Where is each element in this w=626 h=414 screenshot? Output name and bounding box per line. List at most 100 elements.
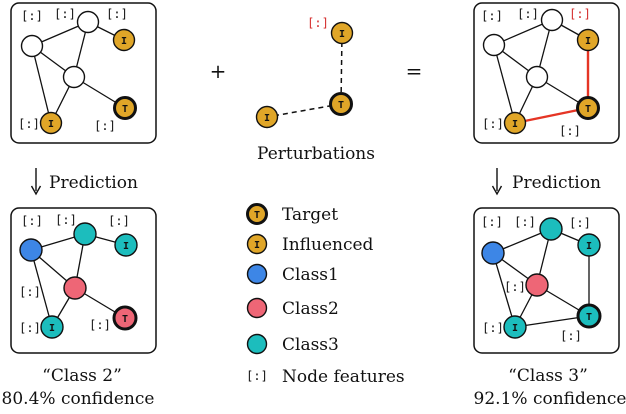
- node-circle: [40, 315, 64, 339]
- target-glyph: T: [585, 104, 591, 115]
- class3-influenced-node: I: [40, 315, 64, 339]
- node-circle: [63, 276, 87, 300]
- node-feature-icon: [:]: [517, 7, 539, 21]
- target-glyph: T: [122, 104, 128, 115]
- node-circle: [577, 233, 601, 257]
- class3-target-node: T: [576, 303, 602, 329]
- result-right: “Class 3” 92.1% confidence: [474, 366, 626, 409]
- node-circle: [503, 315, 527, 339]
- legend-class2-icon: [246, 297, 268, 319]
- node-circle: [246, 297, 268, 319]
- node-feature-icon: [:]: [21, 9, 43, 23]
- node-circle: [246, 333, 268, 355]
- target-glyph: T: [586, 312, 592, 323]
- panel-perturbations: ITI[:] Perturbations: [255, 16, 375, 164]
- node-circle: [246, 233, 268, 255]
- legend-label: Class1: [282, 265, 339, 285]
- class3-node: [539, 217, 563, 241]
- class2-node: [525, 273, 549, 297]
- node-circle: [113, 96, 137, 120]
- result-confidence-right: 92.1% confidence: [474, 389, 626, 409]
- target-glyph: T: [338, 100, 344, 111]
- node-feature-icon: [:]: [481, 9, 503, 23]
- legend-item-class3: Class3: [246, 333, 339, 355]
- node-circle: [112, 28, 136, 52]
- influenced-glyph: I: [48, 119, 54, 130]
- class3-influenced-node: I: [503, 315, 527, 339]
- class2-node: [63, 276, 87, 300]
- node-circle: [62, 65, 86, 89]
- arrow-head-icon: [30, 185, 42, 196]
- perturbations-label: Perturbations: [257, 144, 375, 164]
- perturbation-edge: [340, 32, 343, 105]
- node-circle: [246, 263, 268, 285]
- node-circle: [255, 105, 279, 129]
- node-circle: [112, 305, 138, 331]
- perturbed-feature-icon: [:]: [569, 7, 591, 21]
- legend-label: Node features: [282, 367, 405, 387]
- influenced-glyph: I: [512, 323, 518, 334]
- prediction-label-right: Prediction: [512, 173, 601, 193]
- class2-target-node: T: [112, 305, 138, 331]
- result-confidence-left: 80.4% confidence: [2, 389, 155, 409]
- graph-node: [525, 65, 549, 89]
- node-feature-icon: [:]: [482, 117, 504, 131]
- legend-label: Influenced: [282, 235, 374, 255]
- class1-node: [481, 241, 505, 265]
- prediction-arrow-left: Prediction: [30, 168, 138, 196]
- node-feature-icon: [:]: [94, 119, 116, 133]
- node-feature-icon: [:]: [19, 321, 41, 335]
- influenced-glyph: I: [586, 241, 592, 252]
- plus-operator: +: [210, 59, 227, 83]
- legend-target-icon: T: [246, 203, 268, 225]
- node-feature-icon: [:]: [504, 280, 526, 294]
- node-feature-icon: [:]: [55, 213, 77, 227]
- target-node: T: [329, 92, 353, 116]
- influenced-node: I: [503, 111, 527, 135]
- panel-original-graph: IIT[:][:][:][:][:]: [10, 2, 157, 144]
- legend-features-icon: [:]: [246, 369, 268, 383]
- node-feature-icon: [:]: [108, 214, 130, 228]
- graph-node: [20, 34, 44, 58]
- node-circle: [525, 273, 549, 297]
- influenced-node: I: [330, 21, 354, 45]
- target-node: T: [113, 96, 137, 120]
- influenced-glyph: I: [512, 119, 518, 130]
- node-feature-icon: [:]: [19, 285, 41, 299]
- legend-class3-icon: [246, 333, 268, 355]
- influenced-glyph: I: [264, 113, 270, 124]
- legend-item-class1: Class1: [246, 263, 339, 285]
- class1-node: [19, 238, 43, 262]
- influenced-node: I: [255, 105, 279, 129]
- node-feature-icon: [:]: [106, 7, 128, 21]
- node-circle: [503, 111, 527, 135]
- prediction-label-left: Prediction: [49, 173, 138, 193]
- result-class-left: “Class 2”: [42, 366, 122, 386]
- node-circle: [114, 233, 138, 257]
- graph-node: [482, 33, 506, 57]
- node-feature-icon: [:]: [481, 215, 503, 229]
- node-circle: [246, 203, 268, 225]
- arrow-head-icon: [491, 185, 503, 196]
- panel-prediction-perturbed: IIT[:][:][:][:][:][:]: [473, 207, 620, 354]
- node-circle: [481, 241, 505, 265]
- node-circle: [330, 21, 354, 45]
- target-glyph: T: [122, 314, 128, 325]
- influenced-node: I: [112, 28, 136, 52]
- node-feature-icon: [:]: [54, 7, 76, 21]
- equals-operator: =: [406, 59, 423, 83]
- node-circle: [576, 96, 600, 120]
- influenced-glyph: I: [123, 241, 129, 252]
- result-class-right: “Class 3”: [508, 366, 588, 386]
- perturbation-edge: [266, 103, 342, 118]
- graph-edge: [31, 45, 52, 124]
- prediction-arrow-right: Prediction: [491, 168, 601, 196]
- node-feature-icon: [:]: [559, 124, 581, 138]
- graph-node: [62, 65, 86, 89]
- influenced-glyph: I: [339, 29, 345, 40]
- legend-item-features: [:] Node features: [246, 367, 404, 387]
